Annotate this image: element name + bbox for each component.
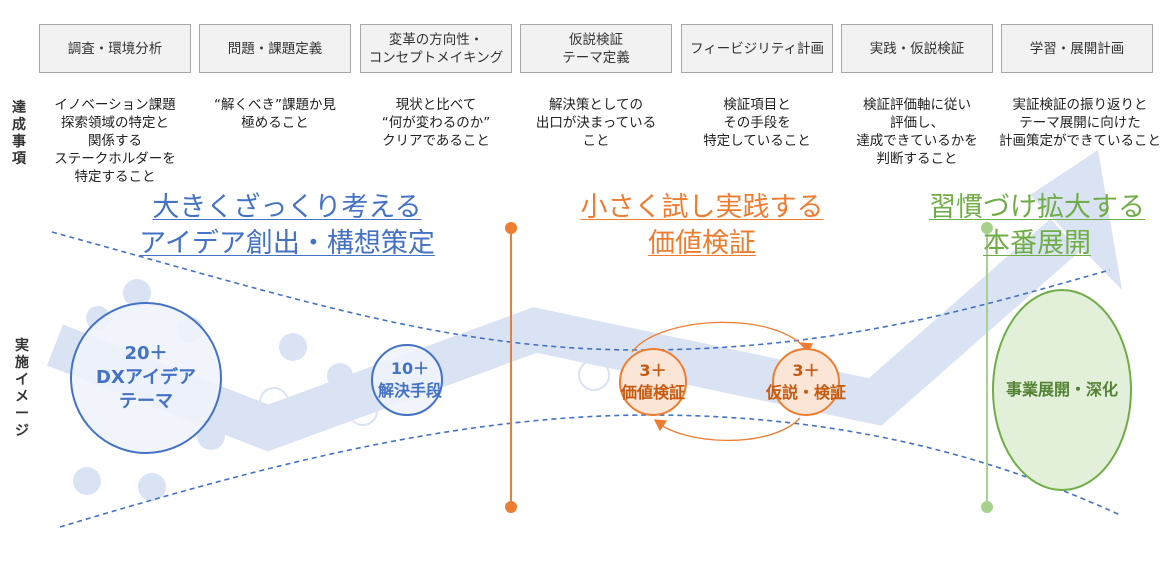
stage-validation-line1: 小さく試し実践する [580, 192, 824, 223]
phase-hypothesis-theme: 仮説検証 テーマ定義 [520, 24, 672, 73]
achievement-3: 現状と比べて “何が変わるのか” クリアであること [381, 97, 491, 149]
value-bubble: 3＋ 価値検証 [620, 361, 686, 402]
stage-validation-heading: 小さく試し実践する 価値検証 [552, 190, 852, 262]
achievement-6: 検証評価軸に従い 評価し、 達成できているかを 判断すること [856, 97, 978, 167]
stage-deployment-line1: 習慣づけ拡大する [929, 192, 1145, 223]
phase-learning: 学習・展開計画 [1001, 24, 1153, 73]
stage-deployment-line2: 本番展開 [983, 228, 1091, 259]
ideas-bubble: 20＋ DXアイデア テーマ [96, 343, 196, 412]
stage-ideation-line2: アイデア創出・構想策定 [139, 228, 435, 259]
phase-concept: 変革の方向性・ コンセプトメイキング [360, 24, 512, 73]
achievements-row-label: 達成事項 [12, 100, 26, 167]
value-bubble-shape [619, 348, 687, 416]
orange-divider [505, 222, 517, 513]
stage-ideation-line1: 大きくざっくり考える [152, 192, 422, 223]
business-bubble-shape [992, 289, 1132, 491]
phase-problem-definition: 問題・課題定義 [199, 24, 351, 73]
image-row-label: 実施イメージ [15, 338, 29, 439]
achievement-1: イノベーション課題 探索領域の特定と 関係する ステークホルダーを 特定すること [54, 97, 176, 185]
phase-research: 調査・環境分析 [39, 24, 191, 73]
lower-dashed-curve [59, 414, 1121, 528]
stage-deployment-heading: 習慣づけ拡大する 本番展開 [887, 190, 1176, 262]
hypothesis-bubble-shape [772, 348, 840, 416]
phase-practice: 実践・仮説検証 [841, 24, 993, 73]
upper-dashed-curve [51, 231, 1111, 351]
achievement-4: 解決策としての 出口が決まっている こと [535, 97, 657, 149]
achievement-2: “解くべき”課題か見 極めること [214, 97, 336, 131]
phase-feasibility: フィービジリティ計画 [681, 24, 833, 73]
solutions-bubble-shape [371, 344, 443, 416]
achievement-7: 実証検証の振り返りと テーマ展開に向けた 計画策定ができていること [999, 97, 1161, 149]
ideas-bubble-shape [70, 302, 222, 454]
stage-ideation-heading: 大きくざっくり考える アイデア創出・構想策定 [137, 190, 437, 262]
achievement-5: 検証項目と その手段を 特定していること [703, 97, 811, 149]
stage-validation-line2: 価値検証 [648, 228, 756, 259]
business-bubble: 事業展開・深化 [1005, 380, 1119, 399]
hypothesis-bubble: 3＋ 仮説・検証 [765, 361, 847, 402]
green-divider [981, 222, 993, 513]
solutions-bubble: 10＋ 解決手段 [377, 359, 443, 400]
